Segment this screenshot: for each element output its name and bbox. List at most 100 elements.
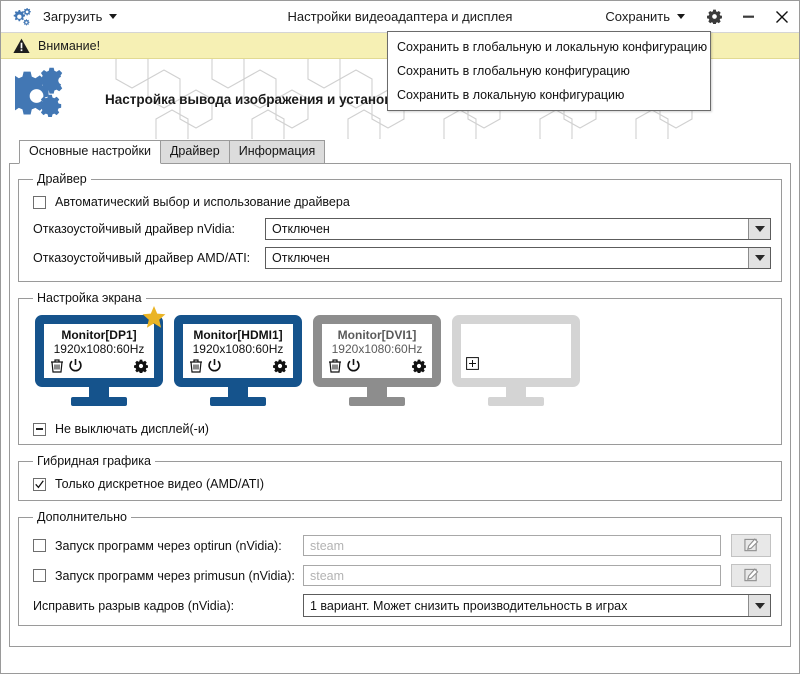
monitor-actions: [328, 358, 426, 373]
gear-icon[interactable]: [273, 359, 287, 373]
tab-information[interactable]: Информация: [228, 139, 326, 163]
power-icon[interactable]: [68, 358, 83, 373]
nvidia-fallback-label: Отказоустойчивый драйвер nVidia:: [33, 222, 235, 236]
nvidia-fallback-value: Отключен: [272, 222, 330, 236]
primary-star-icon: [141, 305, 167, 333]
title-bar: Загрузить Настройки видеоадаптера и дисп…: [1, 1, 799, 33]
monitor-card-hdmi1[interactable]: Monitor[HDMI1] 1920x1080:60Hz: [174, 315, 302, 406]
save-menu-button[interactable]: Сохранить: [599, 6, 691, 27]
monitor-actions: [50, 358, 148, 373]
menu-item-save-global-and-local[interactable]: Сохранить в глобальную и локальную конфи…: [397, 40, 708, 54]
group-hybrid-graphics: Гибридная графика Только дискретное виде…: [18, 454, 782, 501]
discrete-only-label: Только дискретное видео (AMD/ATI): [55, 477, 265, 491]
monitor-stand-base: [349, 397, 405, 406]
tab-strip: Основные настройки Драйвер Информация: [1, 139, 799, 164]
monitor-card-dp1[interactable]: Monitor[DP1] 1920x1080:60Hz: [35, 306, 166, 406]
monitor-actions: [189, 358, 287, 373]
optirun-checkbox[interactable]: [33, 539, 46, 552]
chevron-down-icon: [109, 14, 118, 19]
row-optirun: Запуск программ через optirun (nVidia):: [33, 534, 771, 557]
row-discrete-only: Только дискретное видео (AMD/ATI): [33, 477, 771, 491]
group-additional: Дополнительно Запуск программ через opti…: [18, 510, 782, 626]
monitor-name: Monitor[DP1]: [61, 328, 137, 342]
monitor-resolution: 1920x1080:60Hz: [192, 342, 284, 356]
tab-driver[interactable]: Драйвер: [159, 139, 230, 163]
auto-driver-label: Автоматический выбор и использование дра…: [55, 195, 350, 209]
warning-text: Внимание!: [38, 38, 101, 53]
primusun-label: Запуск программ через primusun (nVidia):: [55, 568, 295, 583]
monitor-card-dvi1[interactable]: Monitor[DVI1] 1920x1080:60Hz: [313, 315, 441, 406]
monitor-stand-neck: [228, 387, 248, 397]
monitor-screen: Monitor[DP1] 1920x1080:60Hz: [35, 315, 163, 387]
chevron-down-icon[interactable]: [748, 248, 770, 268]
primusun-input[interactable]: [303, 565, 721, 586]
warning-triangle-icon: [13, 38, 30, 54]
row-auto-driver: Автоматический выбор и использование дра…: [33, 195, 771, 209]
amd-fallback-combo[interactable]: Отключен: [265, 247, 771, 269]
optirun-edit-button[interactable]: [731, 534, 771, 557]
group-screen-legend: Настройка экрана: [37, 291, 142, 305]
monitor-stand-neck: [506, 387, 526, 397]
settings-gear-button[interactable]: [703, 6, 725, 28]
monitor-screen: Monitor[DVI1] 1920x1080:60Hz: [313, 315, 441, 387]
power-icon[interactable]: [207, 358, 222, 373]
amd-fallback-value: Отключен: [272, 251, 330, 265]
save-dropdown-menu: Сохранить в глобальную и локальную конфи…: [387, 31, 711, 111]
save-menu-label: Сохранить: [605, 9, 670, 24]
monitor-stand-base: [210, 397, 266, 406]
power-icon[interactable]: [346, 358, 361, 373]
group-driver: Драйвер Автоматический выбор и использов…: [18, 172, 782, 282]
row-primusun: Запуск программ через primusun (nVidia):: [33, 564, 771, 587]
trash-icon[interactable]: [50, 358, 64, 373]
gear-icon[interactable]: [412, 359, 426, 373]
chevron-down-icon: [677, 14, 685, 19]
title-bar-right: Сохранить: [599, 6, 793, 28]
tearfix-combo[interactable]: 1 вариант. Может снизить производительно…: [303, 594, 771, 617]
minimize-button[interactable]: [737, 6, 759, 28]
row-keep-display-on: Не выключать дисплей(-и): [33, 422, 771, 436]
tearfix-value: 1 вариант. Может снизить производительно…: [310, 598, 628, 613]
monitor-list: Monitor[DP1] 1920x1080:60Hz: [29, 306, 771, 406]
monitor-screen: [452, 315, 580, 387]
primusun-checkbox[interactable]: [33, 569, 46, 582]
monitor-screen: Monitor[HDMI1] 1920x1080:60Hz: [174, 315, 302, 387]
amd-fallback-label: Отказоустойчивый драйвер AMD/ATI:: [33, 251, 251, 265]
trash-icon[interactable]: [189, 358, 203, 373]
menu-item-save-global[interactable]: Сохранить в глобальную конфигурацию: [397, 64, 630, 78]
monitor-name: Monitor[DVI1]: [337, 328, 417, 342]
monitor-resolution: 1920x1080:60Hz: [331, 342, 423, 356]
tab-page-main-settings: Драйвер Автоматический выбор и использов…: [9, 163, 791, 647]
menu-item-save-local[interactable]: Сохранить в локальную конфигурацию: [397, 88, 625, 102]
keep-display-on-checkbox[interactable]: [33, 422, 46, 436]
app-icon: [7, 7, 37, 27]
close-button[interactable]: [771, 6, 793, 28]
monitor-stand-base: [71, 397, 127, 406]
tearfix-label: Исправить разрыв кадров (nVidia):: [33, 598, 235, 613]
monitor-stand-neck: [89, 387, 109, 397]
group-screen: Настройка экрана Monitor[DP1] 1920x1080:…: [18, 291, 782, 445]
monitor-stand-neck: [367, 387, 387, 397]
monitor-name: Monitor[HDMI1]: [193, 328, 283, 342]
auto-driver-checkbox[interactable]: [33, 195, 46, 209]
optirun-label: Запуск программ через optirun (nVidia):: [55, 538, 282, 553]
chevron-down-icon[interactable]: [748, 219, 770, 239]
load-menu-button[interactable]: Загрузить: [37, 6, 123, 27]
group-driver-legend: Драйвер: [37, 172, 87, 186]
monitor-stand-base: [488, 397, 544, 406]
load-menu-label: Загрузить: [43, 9, 103, 24]
gear-icon[interactable]: [134, 359, 148, 373]
chevron-down-icon[interactable]: [748, 595, 770, 616]
trash-icon[interactable]: [328, 358, 342, 373]
nvidia-fallback-combo[interactable]: Отключен: [265, 218, 771, 240]
group-additional-legend: Дополнительно: [37, 510, 127, 524]
monitor-card-add-new[interactable]: [452, 315, 580, 406]
tab-main-settings[interactable]: Основные настройки: [19, 139, 161, 164]
group-hybrid-legend: Гибридная графика: [37, 454, 151, 468]
row-tearfix: Исправить разрыв кадров (nVidia): 1 вари…: [33, 594, 771, 617]
discrete-only-checkbox[interactable]: [33, 477, 46, 491]
plus-box-icon[interactable]: [466, 357, 479, 373]
banner-logo: [1, 67, 105, 131]
optirun-input[interactable]: [303, 535, 721, 556]
primusun-edit-button[interactable]: [731, 564, 771, 587]
